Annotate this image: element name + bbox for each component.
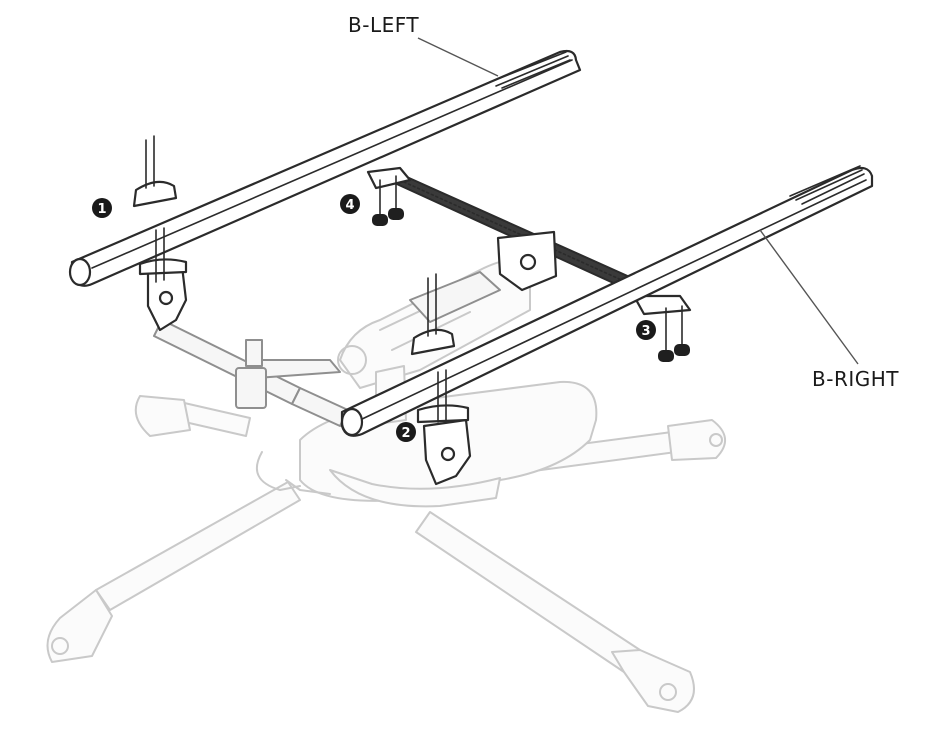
center-clamp-cap — [410, 273, 456, 356]
left-rail-label: B-LEFT — [348, 13, 419, 37]
mount-arms — [153, 271, 501, 427]
left-clamp — [132, 135, 188, 332]
step-number: 2 — [401, 426, 410, 441]
leader-lines — [417, 37, 859, 365]
step-number: 1 — [97, 202, 106, 217]
step-marker-1: 1 — [92, 198, 112, 218]
step-number: 4 — [345, 198, 354, 213]
step-marker-2: 2 — [396, 422, 416, 442]
drone-frame — [46, 259, 726, 713]
step-number: 3 — [641, 324, 650, 339]
left-rail — [68, 49, 582, 287]
right-rail-label: B-RIGHT — [812, 367, 899, 391]
thumbscrews-right — [658, 305, 690, 362]
right-clamp — [416, 369, 472, 486]
right-rail — [340, 165, 874, 437]
step-marker-3: 3 — [636, 320, 656, 340]
step-marker-4: 4 — [340, 194, 360, 214]
thumbscrews-left — [372, 175, 404, 226]
